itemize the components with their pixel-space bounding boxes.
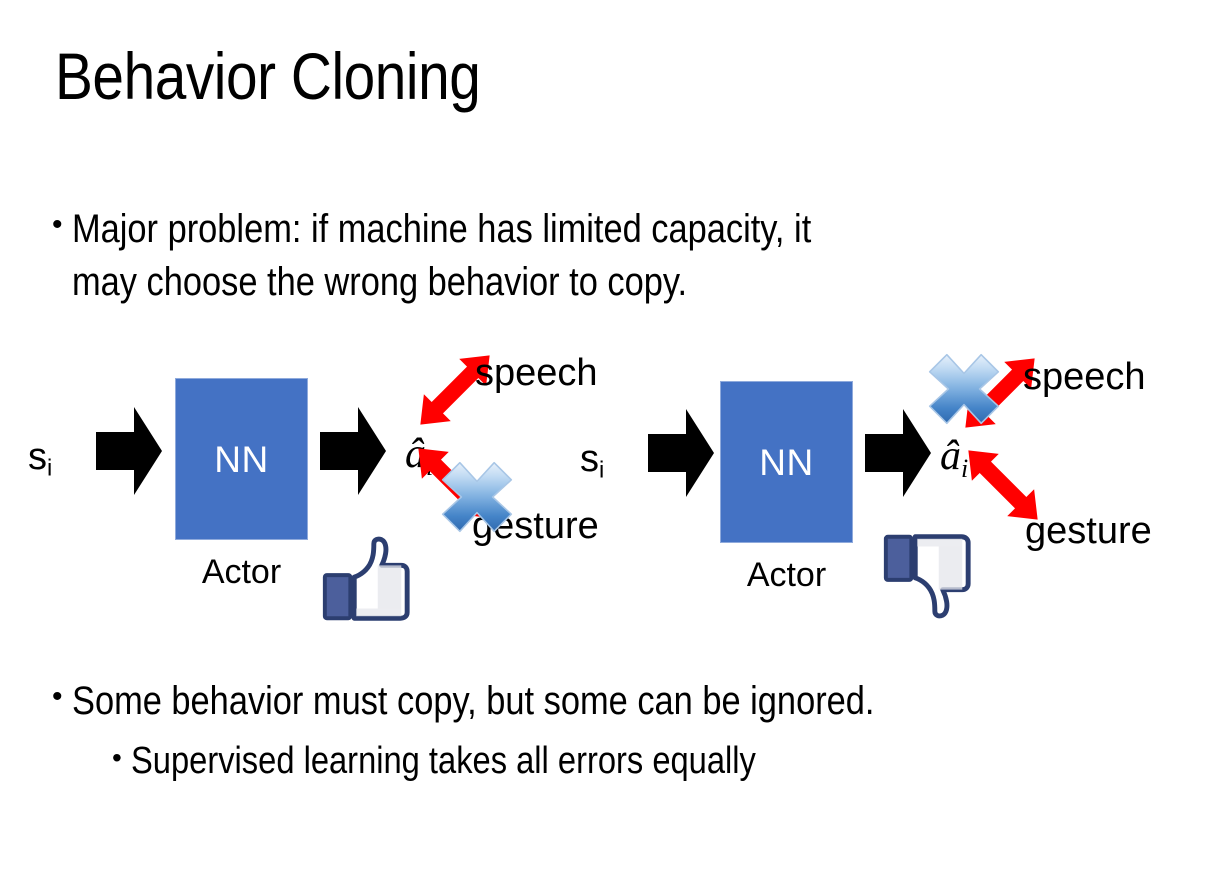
bullet-marker-icon: •: [52, 208, 63, 241]
cross-out-speech-icon-right: [925, 350, 1003, 428]
diagram-behavior-cloning-correct: si NN Actor âi speech gesture: [20, 340, 620, 640]
gesture-arrow-right: [948, 430, 1058, 540]
neural-network-box-left: NN: [175, 378, 308, 540]
bullet-marker-icon: •: [52, 680, 63, 713]
state-label-left: si: [28, 436, 53, 481]
output-arrow-left: [320, 403, 386, 499]
actor-caption-left: Actor: [201, 553, 282, 591]
thumbs-up-icon: [317, 532, 415, 630]
bullet-some-behavior-text: Some behavior must copy, but some can be…: [71, 679, 874, 723]
neural-network-box-right: NN: [720, 381, 853, 543]
output-arrow-right: [865, 405, 931, 501]
page-title: Behavior Cloning: [55, 39, 481, 113]
speech-label-left: speech: [475, 352, 598, 394]
bullet-supervised-learning-text: Supervised learning takes all errors equ…: [130, 740, 756, 782]
speech-arrow-left: [400, 335, 510, 445]
bullet-major-problem-text: Major problem: if machine has limited ca…: [71, 207, 811, 304]
diagram-behavior-cloning-wrong: si NN Actor âi speech gesture: [570, 340, 1170, 640]
state-label-right: si: [580, 438, 605, 483]
bullet-some-behavior: • Some behavior must copy, but some can …: [52, 675, 1172, 727]
thumbs-down-icon: [878, 525, 976, 623]
neural-network-label-left: NN: [214, 438, 269, 480]
bullet-marker-icon: •: [112, 742, 122, 773]
input-arrow-right: [648, 405, 714, 501]
input-arrow-left: [96, 403, 162, 499]
bullet-major-problem: • Major problem: if machine has limited …: [52, 203, 1172, 309]
speech-label-right: speech: [1023, 356, 1146, 398]
neural-network-label-right: NN: [759, 441, 814, 483]
cross-out-gesture-icon-left: [438, 458, 516, 536]
action-label-right: âi: [940, 433, 969, 483]
bullet-supervised-learning: • Supervised learning takes all errors e…: [112, 737, 1172, 786]
actor-caption-right: Actor: [746, 556, 827, 594]
gesture-label-right: gesture: [1025, 510, 1152, 552]
